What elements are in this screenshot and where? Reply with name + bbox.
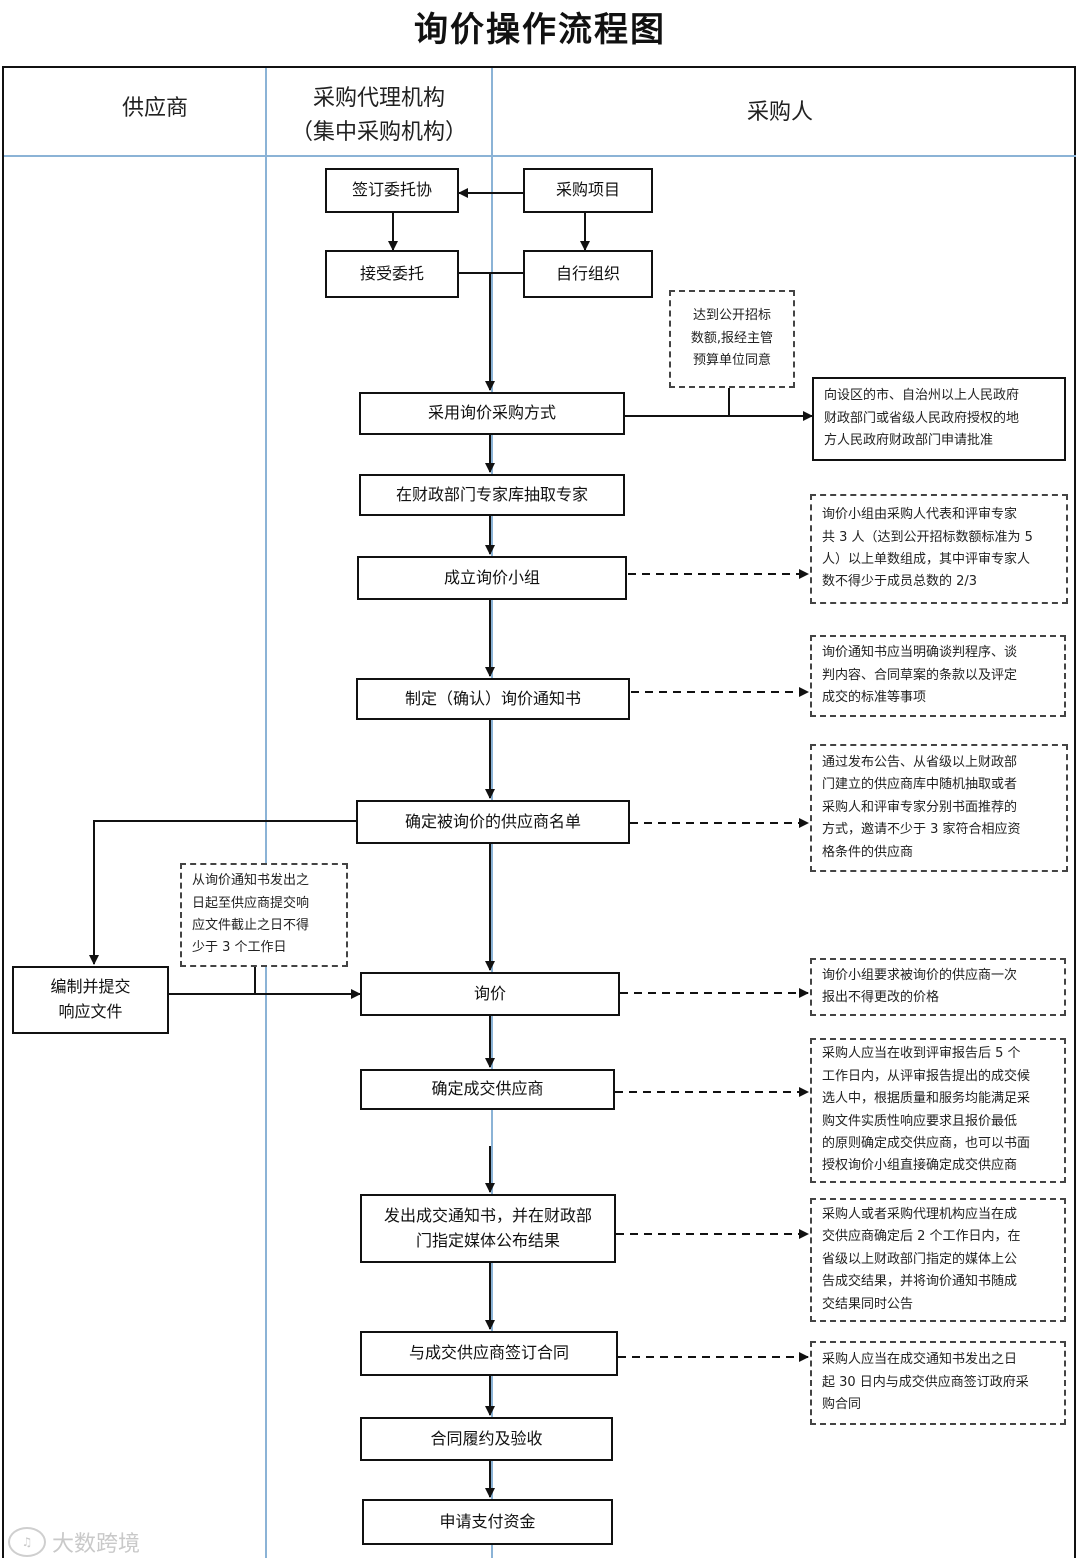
supplier-list-box: 确定被询价的供应商名单 [356,800,630,844]
publish-result-line2: 门指定媒体公布结果 [415,1230,560,1250]
note-notice-line: 询价通知书应当明确谈判程序、谈 [822,645,1018,661]
determine-winner-box: 确定成交供应商 [360,1069,615,1110]
note-winner-line: 选人中，根据质量和服务均能满足采 [822,1091,1031,1107]
note-approval-line: 财政部门或省级人民政府授权的地 [824,410,1020,426]
note-threshold: 达到公开招标 数额,报经主管 预算单位同意 [669,290,795,388]
note-list-line: 门建立的供应商库中随机抽取或者 [822,777,1018,793]
note-deadline-line: 少于 3 个工作日 [192,940,287,956]
note-approval-line: 方人民政府财政部门申请批准 [824,433,994,449]
note-publish-rule: 采购人或者采购代理机构应当在成 交供应商确定后 2 个工作日内，在 省级以上财政… [810,1198,1066,1322]
note-contract-line: 购合同 [822,1397,862,1413]
header-divider [4,155,1076,157]
note-notice-line: 判内容、合同草案的条款以及评定 [822,667,1018,683]
note-threshold-line: 达到公开招标 [692,308,771,324]
note-approval: 向设区的市、自治州以上人民政府 财政部门或省级人民政府授权的地 方人民政府财政部… [812,377,1066,461]
note-publish-line: 告成交结果，并将询价通知书随成 [822,1274,1018,1290]
swimlane-frame [2,66,1076,1558]
note-list-line: 通过发布公告、从省级以上财政部 [822,755,1018,771]
note-inquiry-rule: 询价小组要求被询价的供应商一次 报出不得更改的价格 [810,958,1066,1016]
note-deadline-line: 从询价通知书发出之 [192,873,310,889]
form-group-box: 成立询价小组 [357,556,627,600]
draw-experts-box: 在财政部门专家库抽取专家 [359,474,625,516]
accept-commission-box: 接受委托 [325,250,459,298]
watermark-text: 大数跨境 [52,1532,141,1557]
lane-header-agency-line2: （集中采购机构） [290,120,467,145]
purchase-project-box: 采购项目 [523,168,653,213]
note-list-line: 格条件的供应商 [822,844,914,860]
note-publish-line: 省级以上财政部门指定的媒体上公 [822,1251,1018,1267]
note-deadline-line: 日起至供应商提交响 [192,895,310,911]
prepare-response-line2: 响应文件 [58,1002,123,1021]
note-group-line: 询价小组由采购人代表和评审专家 [822,507,1018,523]
note-inquiry-line: 报出不得更改的价格 [822,990,940,1005]
note-winner-line: 的原则确定成交供应商，也可以书面 [822,1135,1031,1151]
lane-header-supplier: 供应商 [121,96,188,121]
prepare-response-box: 编制并提交 响应文件 [12,966,169,1034]
lane-header-agency-line1: 采购代理机构 [312,86,445,111]
arrow-list-to-response [89,820,356,965]
note-list-line: 方式，邀请不少于 3 家符合相应资 [822,822,1021,838]
note-list-line: 采购人和评审专家分别书面推荐的 [822,799,1018,815]
note-publish-line: 采购人或者采购代理机构应当在成 [822,1207,1018,1223]
note-group-line: 人）以上单数组成，其中评审专家人 [822,552,1031,567]
publish-result-box: 发出成交通知书，并在财政部 门指定媒体公布结果 [360,1194,616,1263]
note-notice-rule: 询价通知书应当明确谈判程序、谈 判内容、合同草案的条款以及评定 成交的标准等事项 [810,635,1066,717]
note-list-rule: 通过发布公告、从省级以上财政部 门建立的供应商库中随机抽取或者 采购人和评审专家… [810,744,1068,872]
lane-divider-1 [265,68,267,1558]
note-deadline-rule: 从询价通知书发出之 日起至供应商提交响 应文件截止之日不得 少于 3 个工作日 [180,863,348,967]
self-organize-box: 自行组织 [523,250,653,298]
note-contract-line: 采购人应当在成交通知书发出之日 [822,1352,1018,1368]
watermark-logo-icon: ♫ [8,1527,46,1557]
make-notice-box: 制定（确认）询价通知书 [356,678,630,720]
note-winner-line: 购文件实质性响应要求且报价最低 [822,1113,1018,1129]
note-group-line: 数不得少于成员总数的 2/3 [822,574,978,590]
prepare-response-line1: 编制并提交 [50,977,131,997]
adopt-method-box: 采用询价采购方式 [359,392,625,435]
lane-header-purchaser: 采购人 [746,100,813,125]
page-title: 询价操作流程图 [414,10,666,50]
publish-result-line1: 发出成交通知书，并在财政部 [383,1205,592,1225]
note-contract-line: 起 30 日内与成交供应商签订政府采 [822,1374,1029,1390]
lane-header-agency: 采购代理机构 （集中采购机构） [268,82,490,150]
note-publish-line: 交结果同时公告 [822,1296,914,1312]
watermark: ♫ 大数跨境 [8,1526,140,1558]
note-contract-rule: 采购人应当在成交通知书发出之日 起 30 日内与成交供应商签订政府采 购合同 [810,1341,1066,1425]
perform-contract-box: 合同履约及验收 [360,1417,613,1461]
sign-contract-box: 与成交供应商签订合同 [360,1331,618,1376]
note-threshold-line: 预算单位同意 [692,353,771,369]
note-winner-rule: 采购人应当在收到评审报告后 5 个 工作日内，从评审报告提出的成交候 选人中，根… [810,1038,1066,1183]
inquiry-box: 询价 [360,972,620,1016]
note-notice-line: 成交的标准等事项 [822,690,927,706]
note-approval-line: 向设区的市、自治州以上人民政府 [824,388,1020,404]
note-group-line: 共 3 人（达到公开招标数额标准为 5 [822,529,1033,545]
note-deadline-line: 应文件截止之日不得 [192,918,310,933]
sign-agreement-box: 签订委托协 [325,168,459,213]
apply-payment-box: 申请支付资金 [362,1499,613,1545]
note-publish-line: 交供应商确定后 2 个工作日内，在 [822,1229,1021,1245]
note-inquiry-line: 询价小组要求被询价的供应商一次 [822,967,1018,983]
note-threshold-line: 数额,报经主管 [690,330,774,346]
note-winner-line: 采购人应当在收到评审报告后 5 个 [822,1046,1021,1062]
note-winner-line: 工作日内，从评审报告提出的成交候 [822,1068,1031,1084]
note-winner-line: 授权询价小组直接确定成交供应商 [822,1158,1018,1174]
note-group-rule: 询价小组由采购人代表和评审专家 共 3 人（达到公开招标数额标准为 5 人）以上… [810,494,1068,604]
